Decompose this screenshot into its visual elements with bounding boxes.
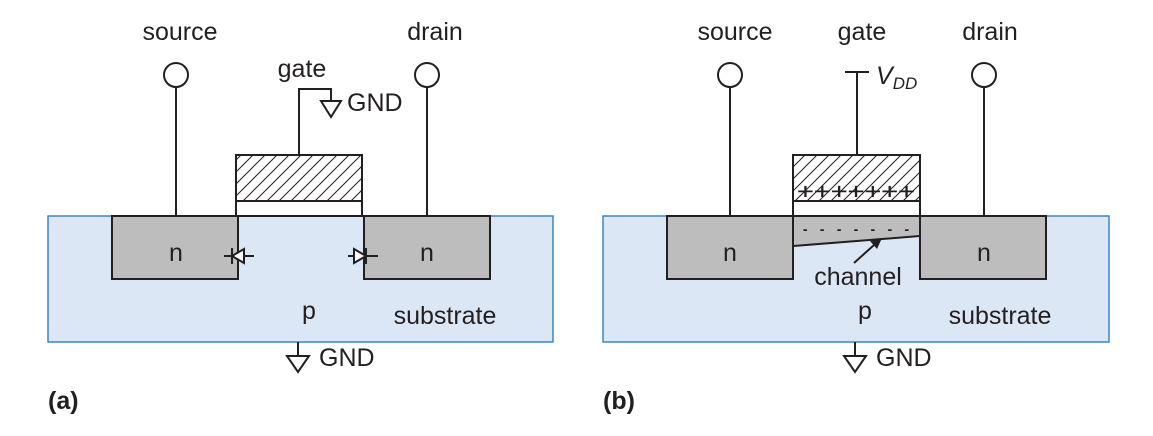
gate-gnd-label-a: GND	[347, 89, 403, 117]
substrate-label-b: substrate	[949, 302, 1052, 330]
source-n-label-b: n	[723, 239, 737, 267]
drain-n-label-a: n	[420, 239, 434, 267]
substrate-gnd-label-a: GND	[319, 344, 375, 372]
drain-n-label-b: n	[977, 239, 991, 267]
channel-arrow	[853, 244, 875, 264]
drain-label-a: drain	[407, 18, 463, 46]
gate-label-b: gate	[838, 18, 887, 46]
ground-symbol-icon	[285, 355, 311, 374]
substrate-label-a: substrate	[394, 302, 497, 330]
gate-oxide-b	[792, 200, 921, 217]
source-n-region-b	[666, 215, 794, 280]
gate-polysilicon-a	[235, 154, 363, 202]
gate-wire-a	[298, 88, 332, 155]
drain-label-b: drain	[962, 18, 1018, 46]
ground-symbol-icon	[842, 355, 868, 374]
panel-label-b: (b)	[603, 387, 635, 415]
body-p-label-a: p	[302, 297, 316, 325]
panel-a: source drain gate GND n n p substrate GN…	[47, 18, 554, 415]
channel-arrow-head-icon	[870, 238, 882, 249]
drain-diode-icon	[348, 247, 378, 265]
source-label-b: source	[697, 18, 772, 46]
channel-negative-charge-b: - - - - - - -	[801, 217, 911, 241]
gate-label-a: gate	[278, 55, 327, 83]
source-diode-icon	[224, 247, 254, 265]
gate-polysilicon-b	[792, 154, 921, 202]
drain-terminal-b	[971, 62, 997, 88]
panel-label-a: (a)	[48, 387, 79, 415]
gate-oxide-a	[235, 200, 363, 217]
source-n-region-a	[111, 215, 239, 280]
body-p-label-b: p	[858, 297, 872, 325]
vdd-label-b: VDD	[876, 62, 917, 93]
gate-positive-charge-b: +++++++	[797, 179, 915, 203]
drain-terminal-a	[414, 62, 440, 88]
source-terminal-b	[717, 62, 743, 88]
source-n-label-a: n	[169, 239, 183, 267]
channel-label-b: channel	[814, 263, 902, 291]
source-label-a: source	[142, 18, 217, 46]
ground-symbol-icon	[319, 100, 343, 119]
substrate-gnd-label-b: GND	[876, 344, 932, 372]
source-terminal-a	[163, 62, 189, 88]
panel-b: source gate drain VDD +++++++ - - - - - …	[602, 18, 1110, 415]
